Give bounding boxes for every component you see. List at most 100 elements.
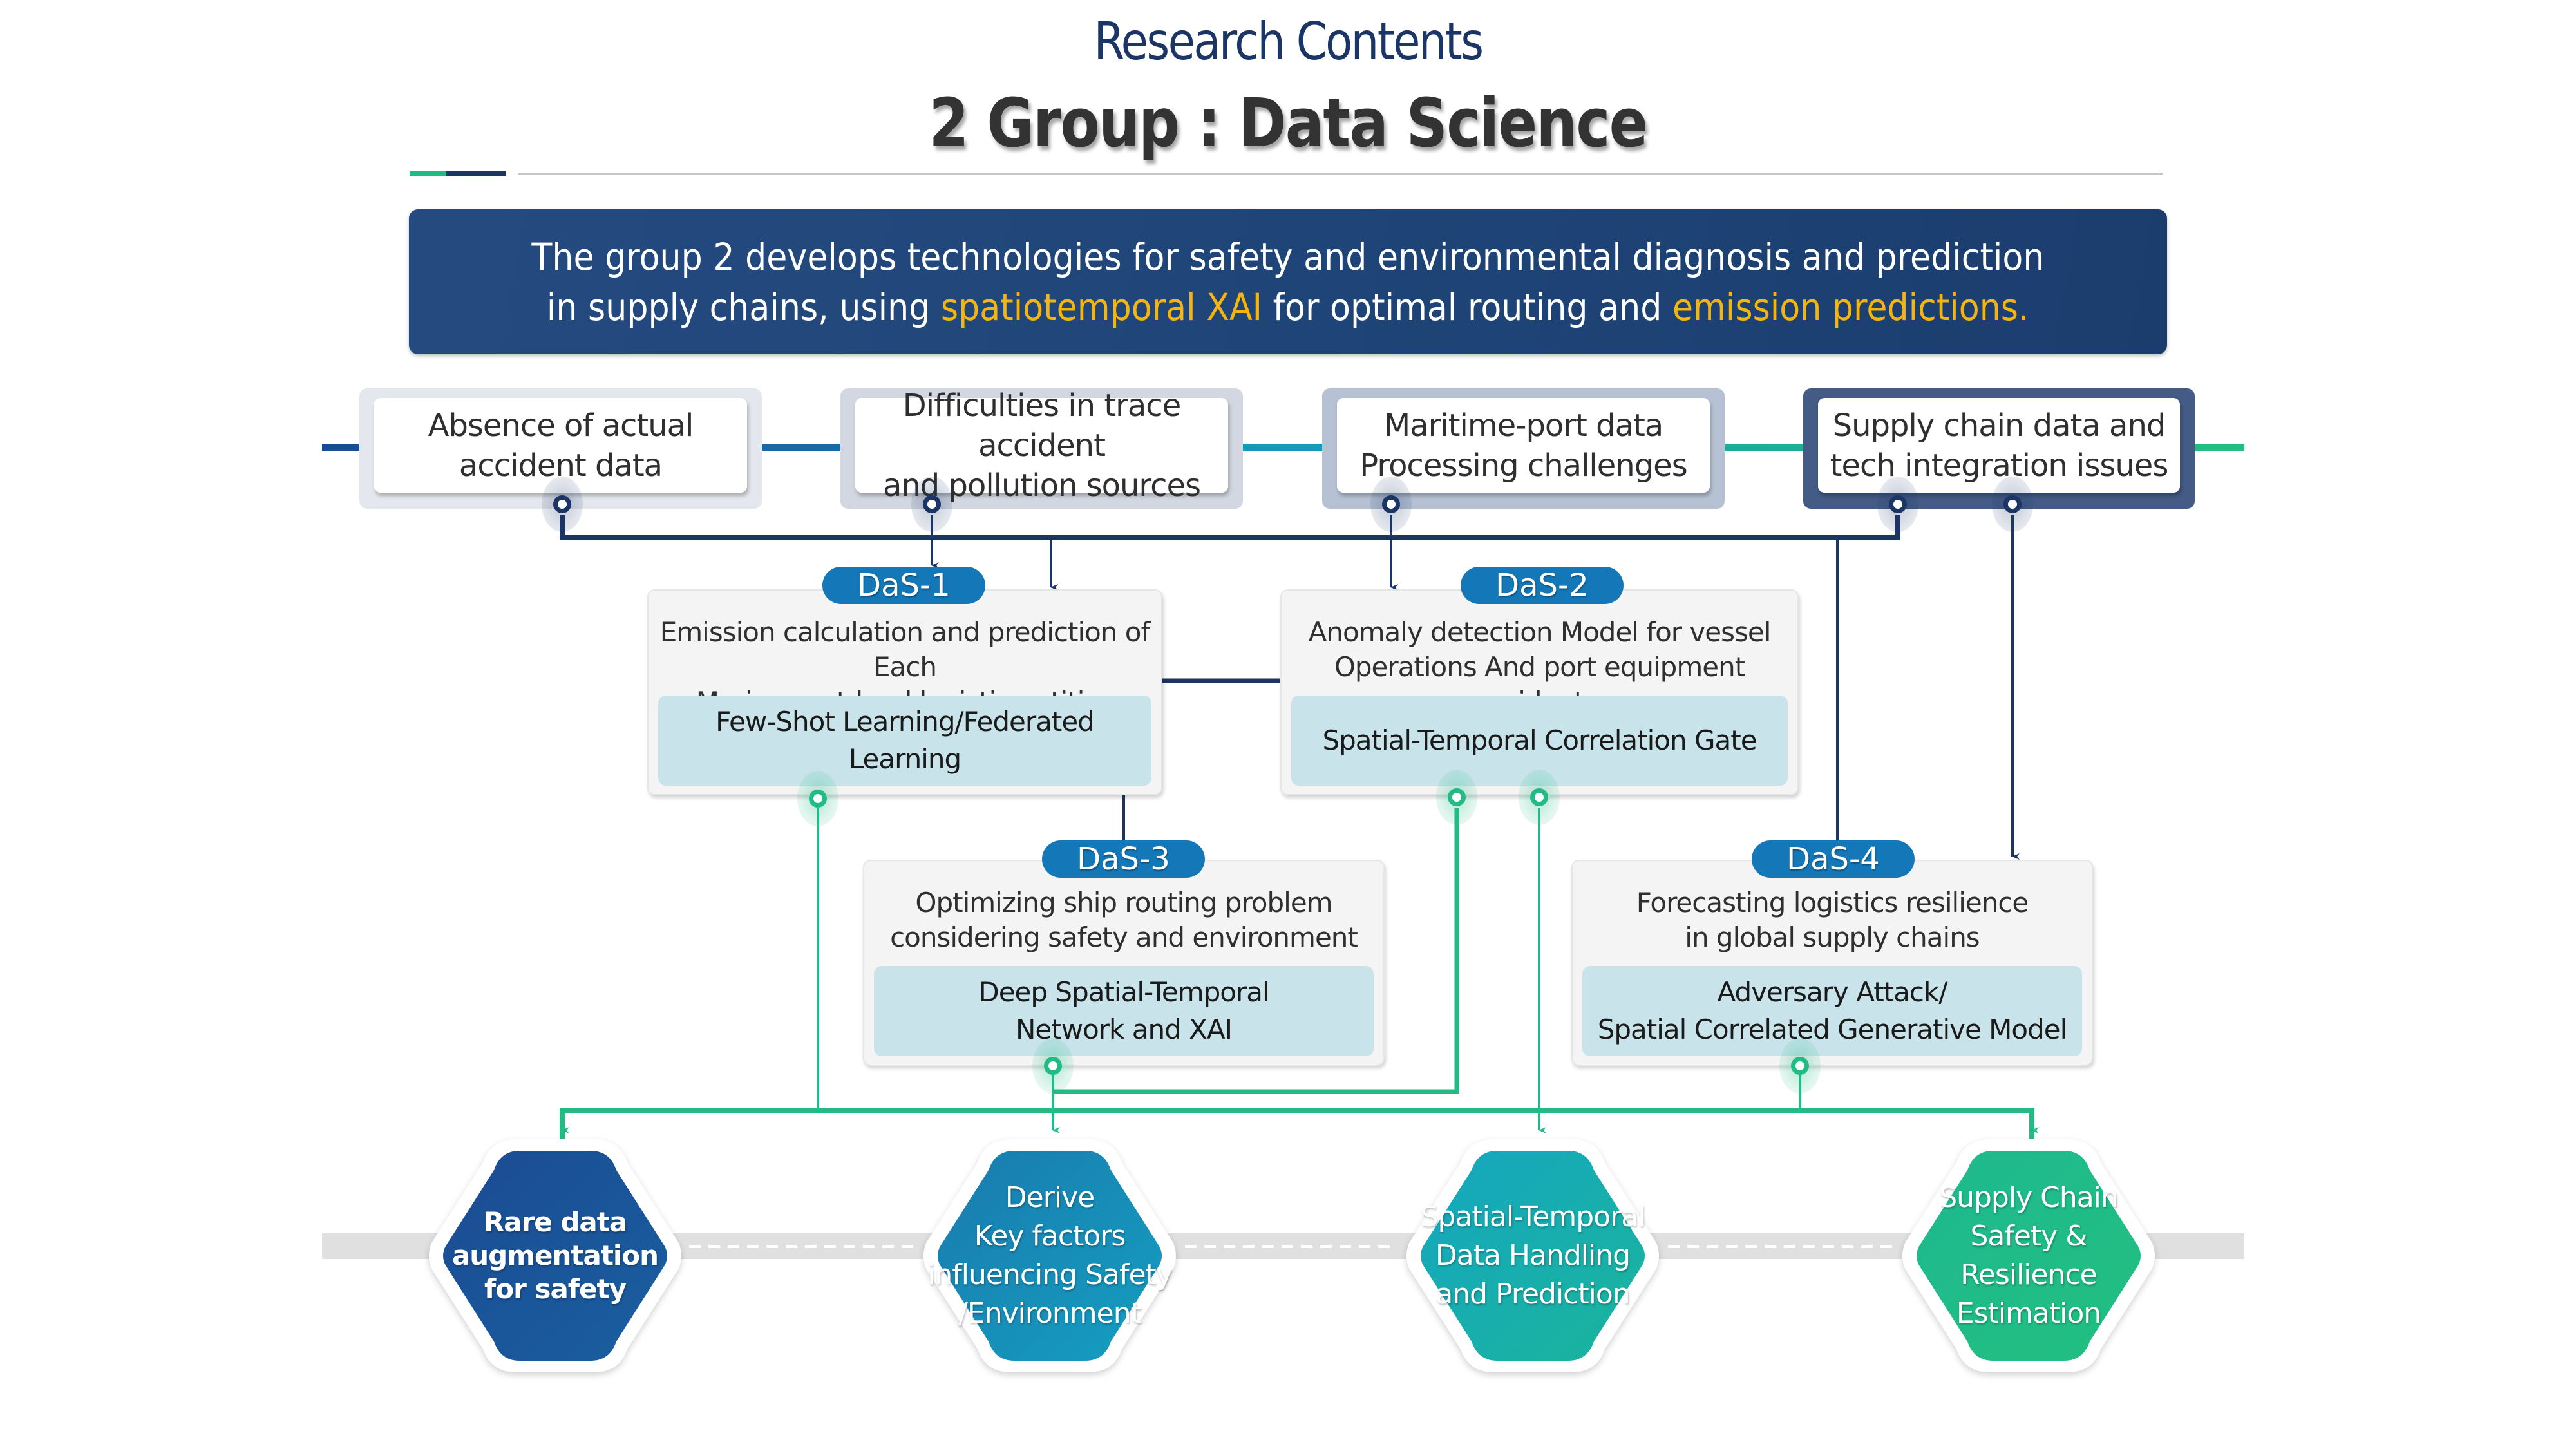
problem-text: accident data — [459, 447, 663, 484]
das-4-output-node — [1791, 1057, 1809, 1075]
das-3-card: Optimizing ship routing problem consideri… — [863, 860, 1385, 1066]
das-method-line: Spatial Correlated Generative Model — [1597, 1014, 2068, 1045]
das-2-output-node-b — [1530, 788, 1548, 806]
outcome-label-line: Spatial-Temporal — [1420, 1200, 1646, 1233]
das-4-description: Forecasting logistics resilience in globa… — [1573, 886, 2092, 955]
hexagon-shape — [923, 1139, 1176, 1372]
page-subtitle: Research Contents — [1094, 12, 1484, 71]
problem-text: Difficulties in trace accident — [902, 387, 1181, 464]
road-dash — [1668, 1245, 1893, 1248]
das-2-method: Spatial-Temporal Correlation Gate — [1291, 696, 1788, 786]
outcome-label-line: Supply Chain — [1939, 1181, 2119, 1214]
outcome-label-line: /Environment — [958, 1297, 1142, 1330]
das-4-method: Adversary Attack/Spatial Correlated Gene… — [1582, 966, 2082, 1056]
das-3-badge: DaS-3 — [1042, 840, 1205, 878]
outcome-label-line: Derive — [1005, 1181, 1095, 1214]
das-1-badge: DaS-1 — [822, 567, 985, 604]
das-4-badge: DaS-4 — [1752, 840, 1915, 878]
road-dash — [689, 1245, 914, 1248]
das-1-method: Few-Shot Learning/Federated Learning — [658, 696, 1151, 786]
page-title: 2 Group : Data Science — [929, 84, 1648, 162]
banner-text: . — [2018, 285, 2029, 329]
problem-text: Absence of actual — [428, 407, 694, 444]
banner-line-1: The group 2 develops technologies for sa… — [531, 234, 2045, 279]
das-desc-line: Optimizing ship routing problem — [915, 887, 1332, 918]
banner-highlight-emission: emission predictions — [1672, 285, 2019, 329]
das-method-line: Deep Spatial-Temporal — [978, 976, 1269, 1008]
hexagon-fill — [1917, 1151, 2141, 1361]
problem-3-connector-node — [1382, 495, 1400, 513]
problem-4-connector-node-b — [2003, 495, 2022, 513]
outcome-label-line: Safety & Resilience — [1960, 1220, 2097, 1291]
road-dash — [1185, 1245, 1397, 1248]
green-bus-line — [560, 1108, 2034, 1140]
outcome-label-line: for safety — [484, 1273, 627, 1305]
das-1-output-node — [809, 790, 827, 808]
hexagon-shape — [1902, 1139, 2155, 1372]
problem-text: Maritime-port data — [1383, 407, 1663, 444]
problem-text: Processing challenges — [1359, 447, 1687, 484]
hexagon-shape — [429, 1139, 681, 1372]
outcome-label-line: Rare data — [483, 1206, 627, 1238]
outcome-label-line: augmentation — [451, 1240, 659, 1271]
hexagon-fill — [443, 1151, 667, 1361]
das-4-card: Forecasting logistics resilience in globa… — [1571, 860, 2093, 1066]
das-method-line: Adversary Attack/ — [1717, 976, 1948, 1008]
banner-highlight-xai: spatiotemporal XAI — [941, 285, 1263, 329]
title-divider — [518, 173, 2163, 175]
problem-1-connector-node — [553, 495, 571, 513]
das-desc-line: Emission calculation and prediction of E… — [659, 616, 1151, 683]
problem-4-connector-node-a — [1889, 495, 1907, 513]
banner-text: for optimal routing and — [1262, 285, 1673, 329]
das-3-description: Optimizing ship routing problem consideri… — [864, 886, 1383, 955]
das-method-line: Spatial-Temporal Correlation Gate — [1322, 724, 1757, 756]
banner-line-2: in supply chains, using spatiotemporal X… — [547, 282, 2029, 332]
das-2-output-node-a — [1448, 788, 1466, 806]
problem-text: Supply chain data and — [1832, 407, 2166, 444]
outcome-label-line: influencing Safety — [927, 1258, 1173, 1291]
accent-bar-navy — [446, 171, 506, 176]
navy-bus-line — [560, 515, 1900, 540]
das2-green-drop-a — [1053, 808, 1459, 1094]
outcome-label-line: Key factors — [974, 1220, 1126, 1253]
das-desc-line: considering safety and environment — [890, 922, 1358, 953]
navy-connectors — [560, 515, 2020, 860]
hexagon-fill — [1421, 1151, 1645, 1361]
problem-2-connector-node — [923, 495, 941, 513]
das-1-card: Emission calculation and prediction of E… — [647, 589, 1162, 795]
hexagon-shape — [1406, 1139, 1659, 1372]
das-method-line: Network and XAI — [1016, 1014, 1233, 1045]
das-2-badge: DaS-2 — [1461, 567, 1624, 604]
summary-banner: The group 2 develops technologies for sa… — [409, 209, 2167, 354]
das-desc-line: Forecasting logistics resilience — [1636, 887, 2029, 918]
problem-text: tech integration issues — [1830, 447, 2169, 484]
das-3-output-node — [1044, 1057, 1062, 1075]
banner-text: in supply chains, using — [547, 285, 942, 329]
das-desc-line: in global supply chains — [1685, 922, 1980, 953]
das-method-line: Few-Shot Learning/Federated Learning — [715, 706, 1095, 775]
outcome-label-line: Estimation — [1956, 1297, 2101, 1330]
green-connectors — [560, 808, 2039, 1140]
outcome-label-line: and Prediction — [1435, 1278, 1630, 1311]
hexagon-fill — [938, 1151, 1162, 1361]
outcome-label-line: Data Handling — [1435, 1239, 1631, 1272]
